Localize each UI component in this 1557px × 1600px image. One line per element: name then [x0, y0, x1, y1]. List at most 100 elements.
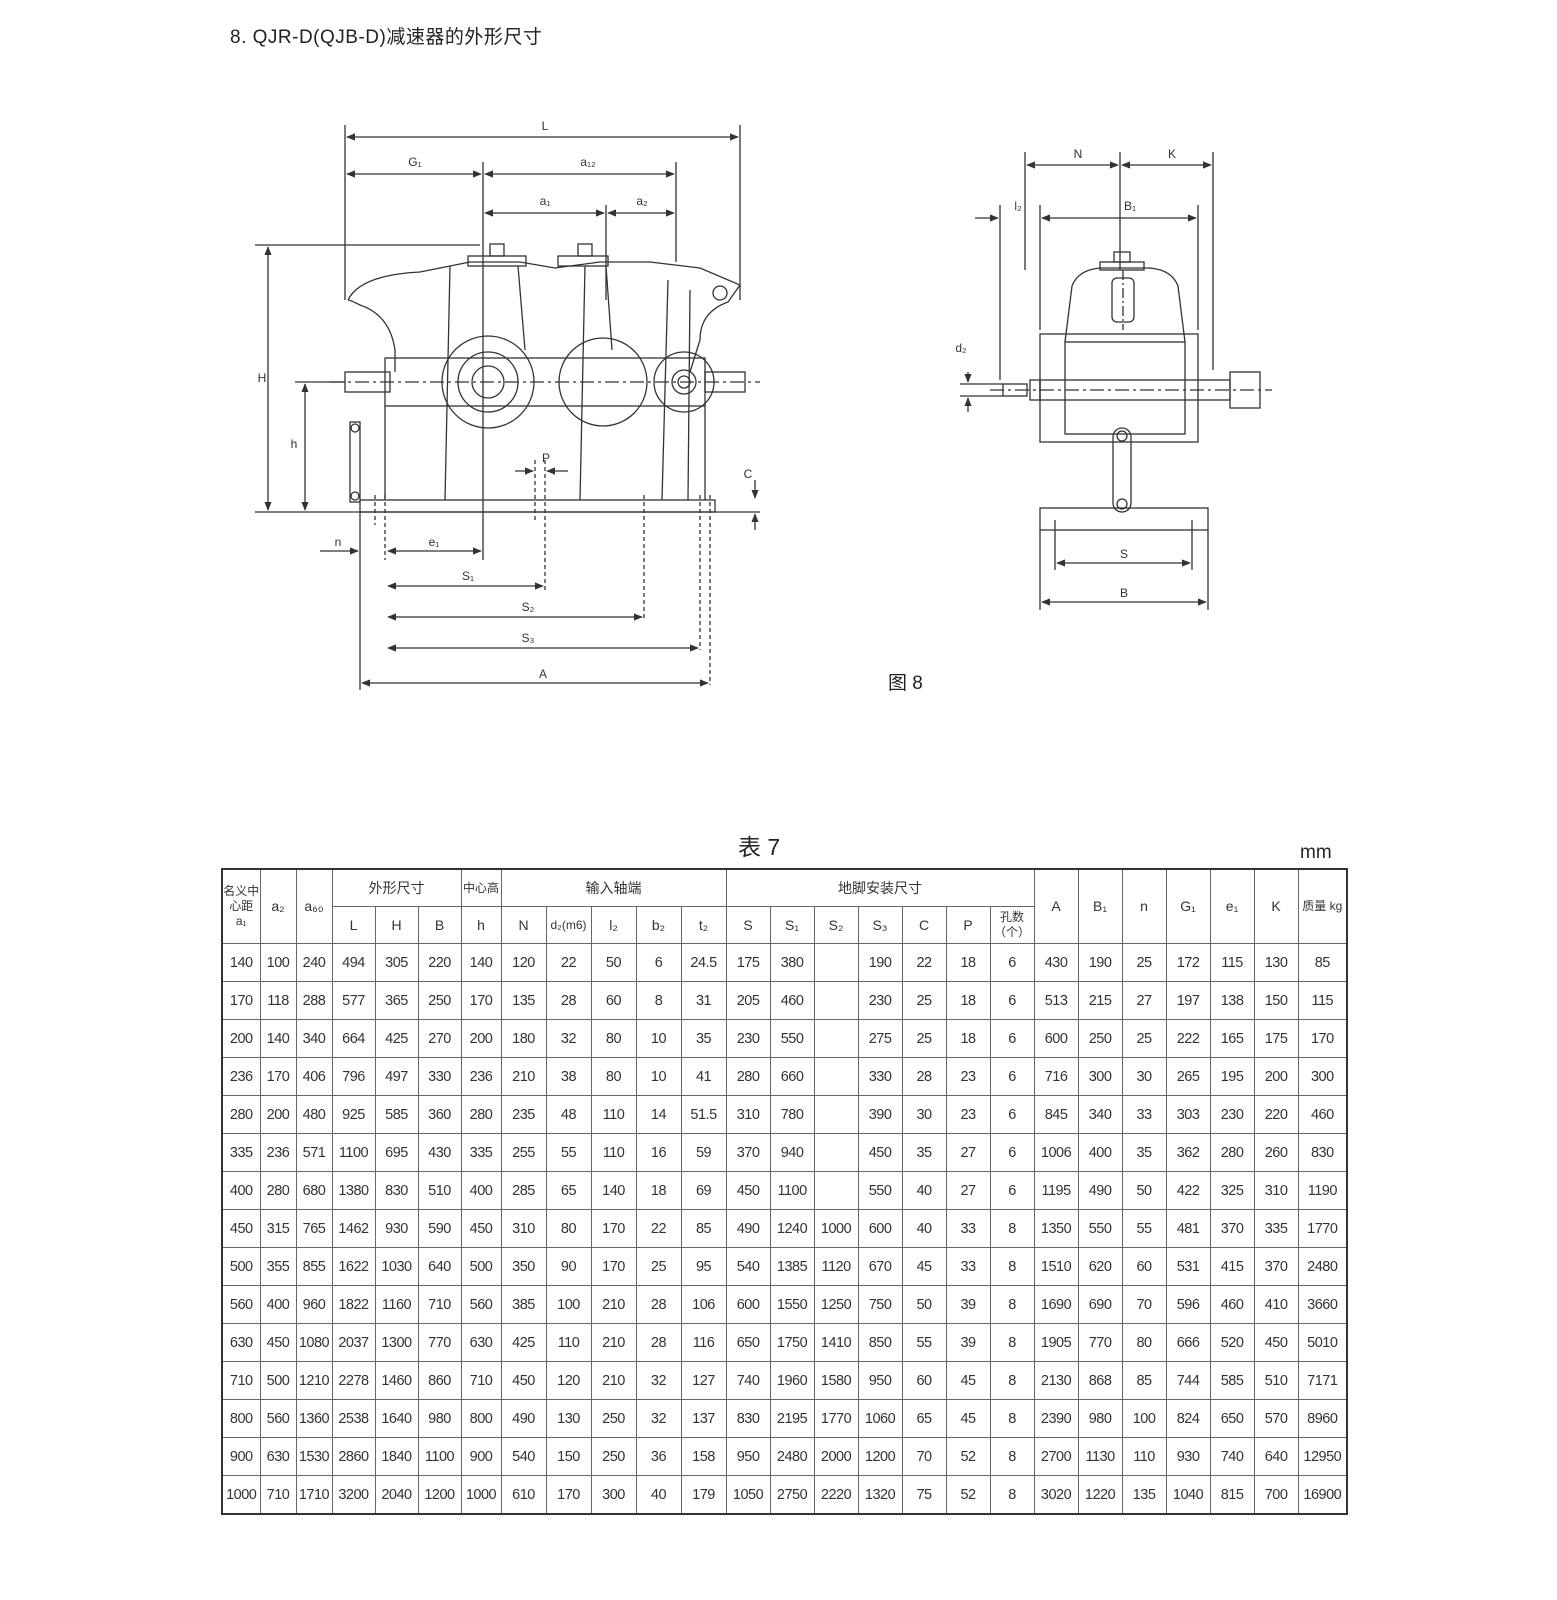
- table-cell: 59: [680, 1133, 727, 1172]
- table-cell: 1960: [769, 1361, 815, 1400]
- table-cell: 8: [989, 1247, 1035, 1286]
- header-a60: a₆₀: [295, 868, 333, 944]
- table-cell: 310: [1253, 1171, 1299, 1210]
- table-cell: 335: [1253, 1209, 1299, 1248]
- table-cell: 85: [680, 1209, 727, 1248]
- table-cell: 560: [221, 1285, 261, 1324]
- table-cell: [813, 1019, 859, 1058]
- table-cell: 31: [680, 981, 727, 1020]
- table-cell: 250: [590, 1437, 637, 1476]
- table-cell: 400: [221, 1171, 261, 1210]
- header-l2: l₂: [590, 906, 637, 944]
- label-d2: d₂: [955, 341, 967, 355]
- table-cell: 460: [769, 981, 815, 1020]
- table-cell: 130: [545, 1399, 592, 1438]
- table-cell: 1462: [331, 1209, 376, 1248]
- table-cell: 220: [1253, 1095, 1299, 1134]
- table-cell: 620: [1077, 1247, 1123, 1286]
- table-cell: 158: [680, 1437, 727, 1476]
- table-cell: 6: [635, 943, 682, 982]
- table-cell: 6: [989, 1171, 1035, 1210]
- table-cell: 70: [901, 1437, 947, 1476]
- header-S: S: [725, 906, 771, 944]
- table-cell: 824: [1165, 1399, 1211, 1438]
- table-cell: 30: [901, 1095, 947, 1134]
- table-cell: 481: [1165, 1209, 1211, 1248]
- table-cell: 6: [989, 943, 1035, 982]
- table-cell: 430: [417, 1133, 462, 1172]
- table-cell: 30: [1121, 1057, 1167, 1096]
- header-outline: 外形尺寸: [331, 868, 462, 907]
- table-cell: 1530: [295, 1437, 333, 1476]
- table-cell: [813, 1171, 859, 1210]
- table-cell: 415: [1209, 1247, 1255, 1286]
- table-cell: 85: [1121, 1361, 1167, 1400]
- table-cell: 540: [725, 1247, 771, 1286]
- table-cell: 1030: [374, 1247, 419, 1286]
- table-cell: 210: [590, 1323, 637, 1362]
- table-cell: 815: [1209, 1475, 1255, 1515]
- table-cell: 1160: [374, 1285, 419, 1324]
- table-cell: 400: [460, 1171, 502, 1210]
- table-cell: 1006: [1033, 1133, 1079, 1172]
- header-B: B: [417, 906, 462, 944]
- table-cell: 280: [460, 1095, 502, 1134]
- table-cell: 571: [295, 1133, 333, 1172]
- header-center-height: 中心高: [460, 868, 502, 907]
- header-holes: 孔数（个）: [989, 906, 1035, 944]
- table-cell: 490: [500, 1399, 547, 1438]
- table-cell: 450: [259, 1323, 297, 1362]
- label-n: n: [335, 535, 342, 549]
- table-cell: 250: [590, 1399, 637, 1438]
- header-G1: G₁: [1165, 868, 1211, 944]
- unit-label: mm: [1300, 842, 1332, 863]
- table-cell: 800: [460, 1399, 502, 1438]
- table-cell: 1300: [374, 1323, 419, 1362]
- table-cell: 170: [221, 981, 261, 1020]
- header-S1: S₁: [769, 906, 815, 944]
- table-cell: 165: [1209, 1019, 1255, 1058]
- table-cell: 980: [417, 1399, 462, 1438]
- table-cell: 10: [635, 1019, 682, 1058]
- label-S3: S₃: [522, 631, 535, 645]
- table-cell: 90: [545, 1247, 592, 1286]
- table-cell: 700: [1253, 1475, 1299, 1515]
- table-cell: 600: [857, 1209, 903, 1248]
- table-cell: 310: [500, 1209, 547, 1248]
- table-cell: 360: [417, 1095, 462, 1134]
- table-cell: 1100: [331, 1133, 376, 1172]
- table-cell: 55: [545, 1133, 592, 1172]
- table-cell: 385: [500, 1285, 547, 1324]
- table-cell: 36: [635, 1437, 682, 1476]
- table-cell: 335: [460, 1133, 502, 1172]
- table-cell: 570: [1253, 1399, 1299, 1438]
- table-cell: [813, 981, 859, 1020]
- table-cell: 25: [901, 1019, 947, 1058]
- table-cell: 950: [725, 1437, 771, 1476]
- table-cell: 610: [500, 1475, 547, 1515]
- table-cell: 280: [259, 1171, 297, 1210]
- table-cell: 1690: [1033, 1285, 1079, 1324]
- table-cell: 370: [1253, 1247, 1299, 1286]
- table-cell: 300: [1077, 1057, 1123, 1096]
- table-cell: 2195: [769, 1399, 815, 1438]
- table-cell: 235: [500, 1095, 547, 1134]
- side-view: [960, 152, 1272, 610]
- table-cell: 200: [460, 1019, 502, 1058]
- header-mass: 质量 kg: [1297, 868, 1348, 944]
- header-S3: S₃: [857, 906, 903, 944]
- table-cell: 250: [417, 981, 462, 1020]
- table-cell: 60: [1121, 1247, 1167, 1286]
- table-cell: 170: [460, 981, 502, 1020]
- table-cell: 830: [725, 1399, 771, 1438]
- table-cell: 490: [725, 1209, 771, 1248]
- table-cell: 1050: [725, 1475, 771, 1515]
- table-cell: 830: [1297, 1133, 1348, 1172]
- table-cell: 2390: [1033, 1399, 1079, 1438]
- table-cell: 100: [545, 1285, 592, 1324]
- table-cell: 265: [1165, 1057, 1211, 1096]
- table-cell: 45: [945, 1361, 991, 1400]
- table-cell: 1100: [417, 1437, 462, 1476]
